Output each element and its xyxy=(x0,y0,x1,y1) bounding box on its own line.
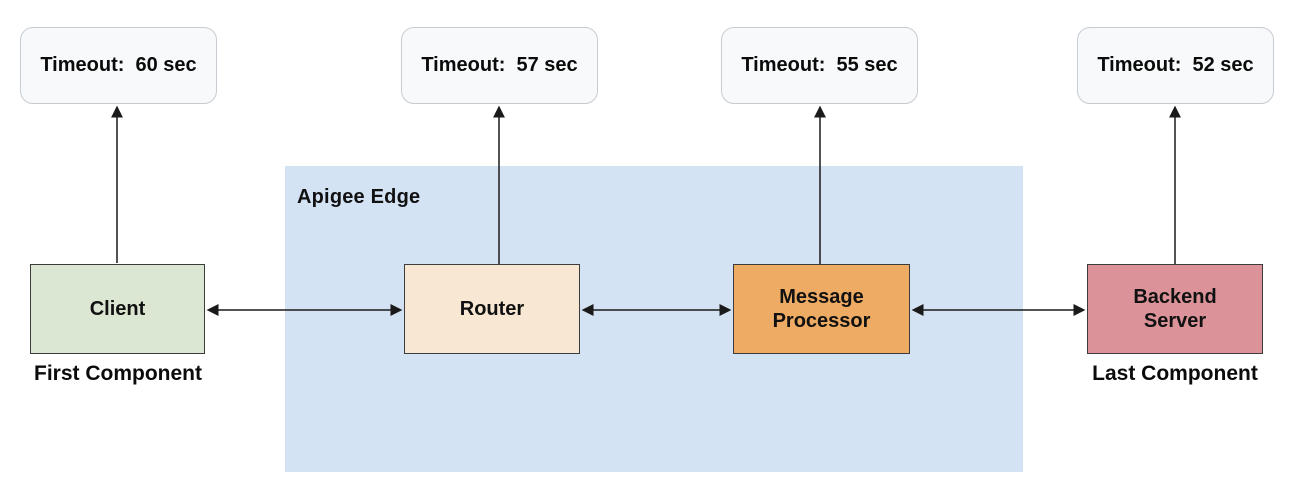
component-label-backend-server: Backend Server xyxy=(1133,286,1217,332)
apigee-edge-region: Apigee Edge xyxy=(285,166,1023,472)
timeout-box-router: Timeout: 57 sec xyxy=(401,27,598,104)
component-label-message-processor: Message Processor xyxy=(772,286,871,332)
timeout-label-message-processor: Timeout: 55 sec xyxy=(741,54,898,76)
timeout-box-message-processor: Timeout: 55 sec xyxy=(721,27,918,104)
caption-last-component: Last Component xyxy=(1092,362,1258,385)
component-box-router: Router xyxy=(404,264,580,354)
component-box-message-processor: Message Processor xyxy=(733,264,910,354)
component-box-client: Client xyxy=(30,264,205,354)
apigee-edge-label: Apigee Edge xyxy=(297,186,421,208)
component-label-router: Router xyxy=(459,298,525,320)
timeout-box-client: Timeout: 60 sec xyxy=(20,27,217,104)
component-box-backend-server: Backend Server xyxy=(1087,264,1263,354)
timeout-box-backend-server: Timeout: 52 sec xyxy=(1077,27,1274,104)
timeout-label-backend-server: Timeout: 52 sec xyxy=(1097,54,1254,76)
component-label-client: Client xyxy=(89,298,146,320)
timeout-label-router: Timeout: 57 sec xyxy=(421,54,578,76)
timeout-label-client: Timeout: 60 sec xyxy=(40,54,197,76)
caption-first-component: First Component xyxy=(34,362,202,385)
